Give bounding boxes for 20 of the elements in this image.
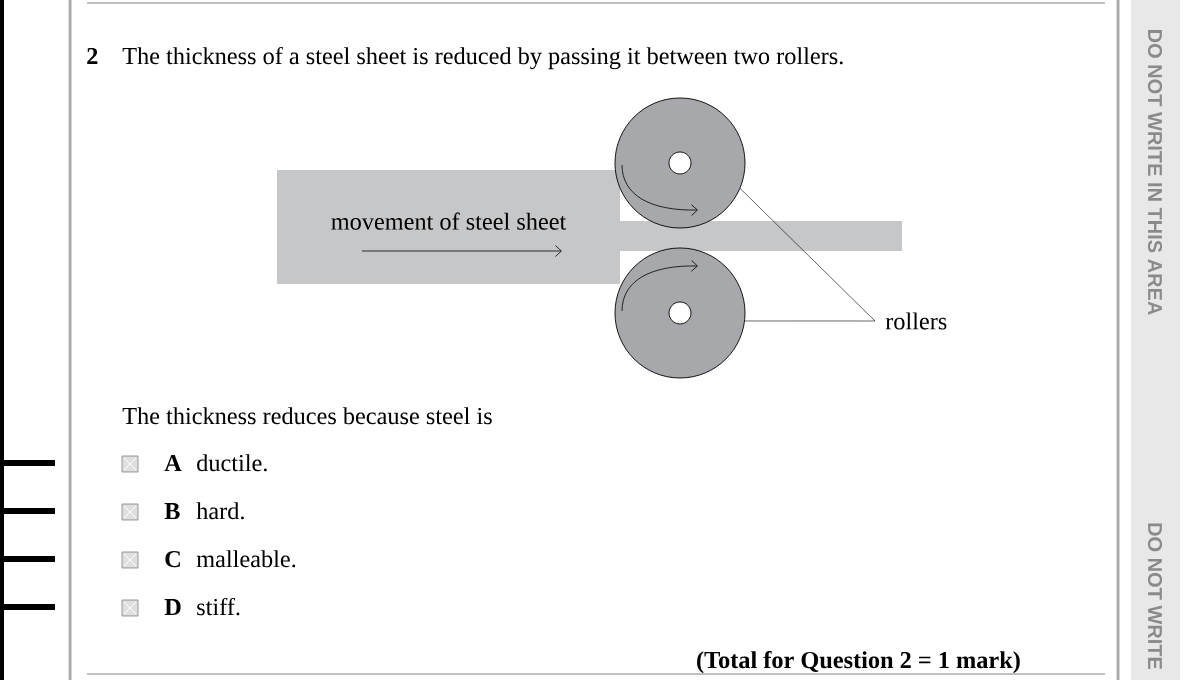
margin-warning: DO NOT WRITE IN THIS AREA xyxy=(1147,30,1163,315)
answer-letter: D xyxy=(164,599,181,616)
answer-option: malleable. xyxy=(196,550,296,568)
leader-line xyxy=(739,188,876,322)
answer-letter: C xyxy=(165,550,180,568)
roller xyxy=(614,97,746,229)
margin-warning: DO NOT WRITE xyxy=(1147,523,1163,670)
total-marks: (Total for Question 2 = 1 mark) xyxy=(697,650,1020,674)
answer-letter: A xyxy=(164,454,182,471)
answer-option: stiff. xyxy=(197,597,240,616)
leader-line xyxy=(744,320,876,322)
roller xyxy=(614,247,746,379)
steel-sheet: movement of steel sheet xyxy=(277,170,902,284)
answer-option: ductile. xyxy=(197,454,267,472)
question-stem: The thickness reduces because steel is xyxy=(122,407,492,425)
answer-option: hard. xyxy=(196,502,244,520)
question-text: The thickness of a steel sheet is reduced by passing it between two rollers. xyxy=(122,46,843,70)
callout-label: rollers xyxy=(885,312,947,330)
answer-letter: B xyxy=(164,503,180,520)
question-number: 2 xyxy=(87,47,98,64)
